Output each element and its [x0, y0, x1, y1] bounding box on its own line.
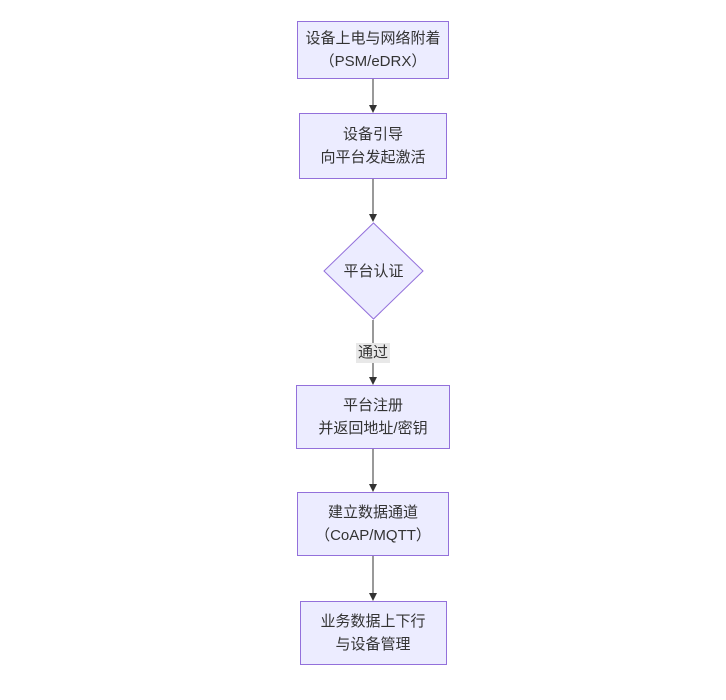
- node-bootstrap-line2: 向平台发起激活: [320, 149, 426, 166]
- node-business-line1: 业务数据上下行: [320, 613, 426, 630]
- diamond-shape: [322, 222, 424, 320]
- arrowhead-down-icon: [369, 593, 377, 601]
- edge-auth-to-register: 通过: [313, 320, 433, 385]
- node-power-attach-line1: 设备上电与网络附着: [305, 30, 441, 47]
- edge-line: [372, 179, 374, 221]
- edge-line: [372, 556, 374, 600]
- node-bootstrap: 设备引导 向平台发起激活: [299, 113, 447, 179]
- arrowhead-down-icon: [369, 105, 377, 113]
- node-register-line1: 平台注册: [342, 397, 403, 414]
- edge-label-pass: 通过: [355, 342, 391, 363]
- node-channel-line1: 建立数据通道: [327, 504, 418, 521]
- edge-line: [372, 79, 374, 112]
- arrowhead-down-icon: [369, 214, 377, 222]
- flowchart: 设备上电与网络附着 （PSM/eDRX） 设备引导 向平台发起激活 平台认证 通…: [296, 21, 450, 665]
- edge-bootstrap-to-auth: [313, 179, 433, 222]
- edge-line: [372, 449, 374, 491]
- edge-power-attach-to-bootstrap: [313, 79, 433, 113]
- node-business: 业务数据上下行 与设备管理: [299, 601, 447, 665]
- node-auth-label: 平台认证: [343, 263, 403, 280]
- node-channel: 建立数据通道 （CoAP/MQTT）: [297, 492, 449, 556]
- edge-channel-to-business: [313, 556, 433, 601]
- node-register-line2: 并返回地址/密钥: [318, 420, 428, 437]
- node-power-attach: 设备上电与网络附着 （PSM/eDRX）: [297, 21, 449, 79]
- arrowhead-down-icon: [369, 377, 377, 385]
- node-channel-line2: （CoAP/MQTT）: [315, 527, 431, 544]
- node-power-attach-line2: （PSM/eDRX）: [319, 53, 427, 70]
- node-register: 平台注册 并返回地址/密钥: [296, 385, 450, 449]
- node-bootstrap-line1: 设备引导: [342, 126, 403, 143]
- node-auth-decision-diamond: 平台认证: [322, 222, 424, 320]
- arrowhead-down-icon: [369, 484, 377, 492]
- edge-register-to-channel: [313, 449, 433, 492]
- node-business-line2: 与设备管理: [335, 636, 411, 653]
